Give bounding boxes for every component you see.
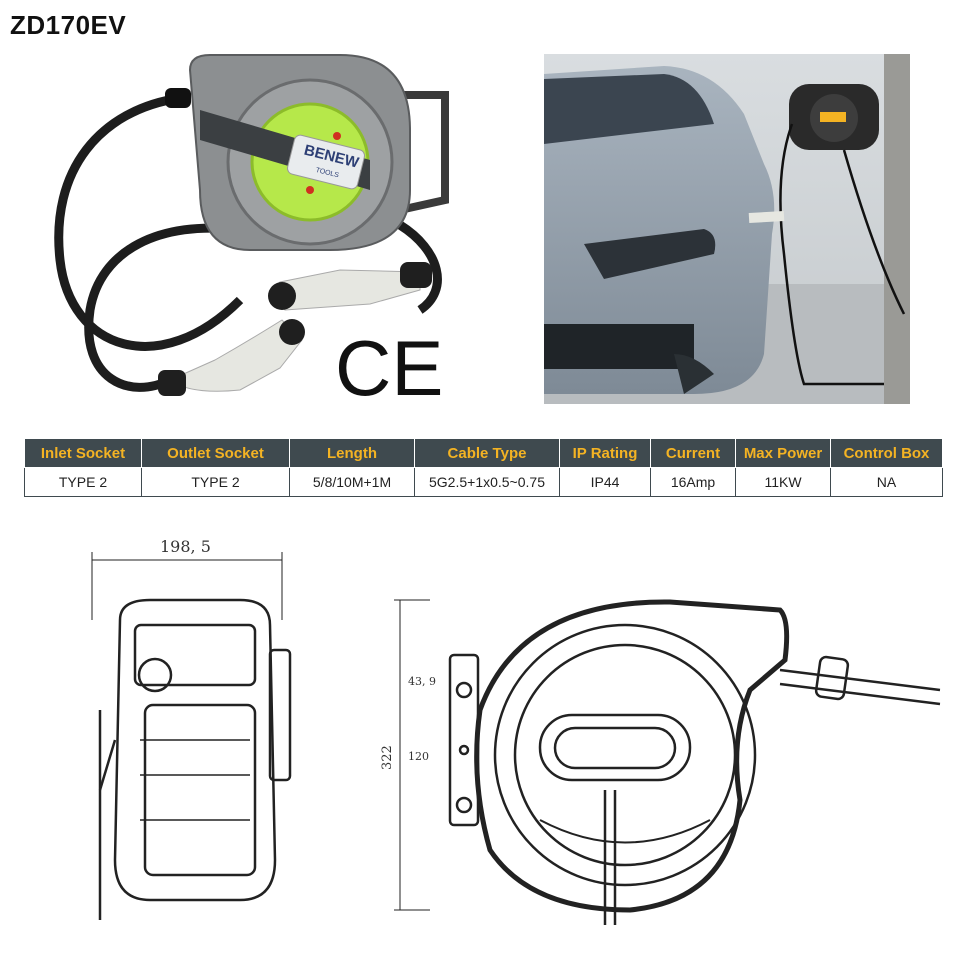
dim-width: 198, 5 <box>160 537 211 556</box>
header-length: Length <box>289 438 415 468</box>
spec-header-row: Inlet Socket Outlet Socket Length Cable … <box>24 438 943 468</box>
header-inlet-socket: Inlet Socket <box>24 438 142 468</box>
spec-value-row: TYPE 2 TYPE 2 5/8/10M+1M 5G2.5+1x0.5~0.7… <box>24 467 943 497</box>
header-cable-type: Cable Type <box>414 438 560 468</box>
product-title: ZD170EV <box>10 10 127 40</box>
value-inlet-socket: TYPE 2 <box>24 467 142 497</box>
value-length: 5/8/10M+1M <box>289 467 415 497</box>
value-ip-rating: IP44 <box>559 467 651 497</box>
dim-bracket-top: 43, 9 <box>408 675 436 688</box>
header-max-power: Max Power <box>735 438 831 468</box>
header-outlet-socket: Outlet Socket <box>141 438 290 468</box>
product-photo: BENEW TOOLS CE <box>54 54 449 412</box>
type2-connector-upper <box>268 262 432 311</box>
value-max-power: 11KW <box>735 467 831 497</box>
value-current: 16Amp <box>650 467 736 497</box>
spec-table: Inlet Socket Outlet Socket Length Cable … <box>24 438 943 497</box>
front-view-drawing: 322 43, 9 120 <box>380 599 941 925</box>
value-control-box: NA <box>830 467 943 497</box>
header-current: Current <box>650 438 736 468</box>
dim-bracket-hole: 120 <box>408 750 429 763</box>
ce-mark: CE <box>335 324 443 412</box>
header-ip-rating: IP Rating <box>559 438 651 468</box>
type2-connector-lower <box>158 319 305 396</box>
value-cable-type: 5G2.5+1x0.5~0.75 <box>414 467 560 497</box>
car-charging-photo <box>544 54 910 404</box>
dim-height: 322 <box>380 745 395 770</box>
header-control-box: Control Box <box>830 438 943 468</box>
side-view-drawing: 198, 5 <box>91 537 292 920</box>
value-outlet-socket: TYPE 2 <box>141 467 290 497</box>
